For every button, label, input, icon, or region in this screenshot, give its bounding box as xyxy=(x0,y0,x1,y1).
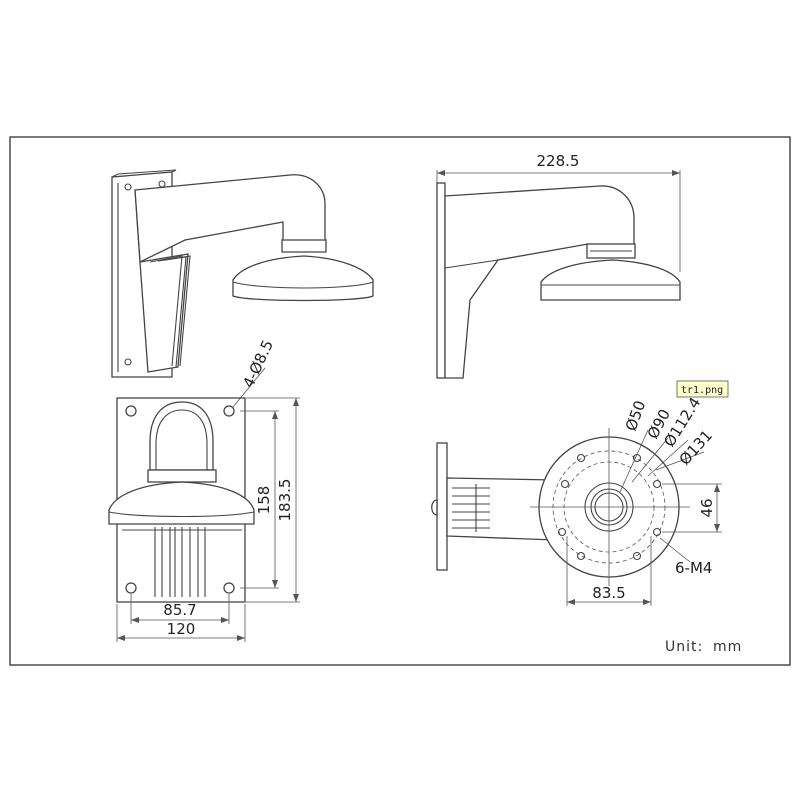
bracket-front-view xyxy=(108,367,300,642)
drawing-frame xyxy=(9,136,791,666)
dim-hole-spec: 4-Ø8.5 xyxy=(239,337,277,390)
dim-228-5: 228.5 xyxy=(537,152,580,170)
bracket-side-view xyxy=(436,170,681,379)
mount-hole xyxy=(223,405,235,417)
dim-85-7: 85.7 xyxy=(163,601,196,619)
dim-83-5: 83.5 xyxy=(592,584,625,602)
unit-label: Unit: xyxy=(665,639,703,655)
mount-hole xyxy=(125,582,137,594)
bracket-isometric-view xyxy=(111,169,374,378)
file-tag-text: tr1.png xyxy=(681,385,723,396)
dim-120: 120 xyxy=(167,620,196,638)
dim-183-5: 183.5 xyxy=(276,479,294,522)
dim-dia-50: Ø50 xyxy=(622,398,649,433)
mount-hole xyxy=(223,582,235,594)
dim-158: 158 xyxy=(255,486,273,515)
bracket-top-view xyxy=(431,428,722,606)
file-tag-box xyxy=(676,380,729,398)
unit-value: mm xyxy=(713,639,742,655)
mount-hole xyxy=(125,405,137,417)
dim-thread-spec: 6-M4 xyxy=(675,559,712,577)
dim-46: 46 xyxy=(698,498,716,517)
